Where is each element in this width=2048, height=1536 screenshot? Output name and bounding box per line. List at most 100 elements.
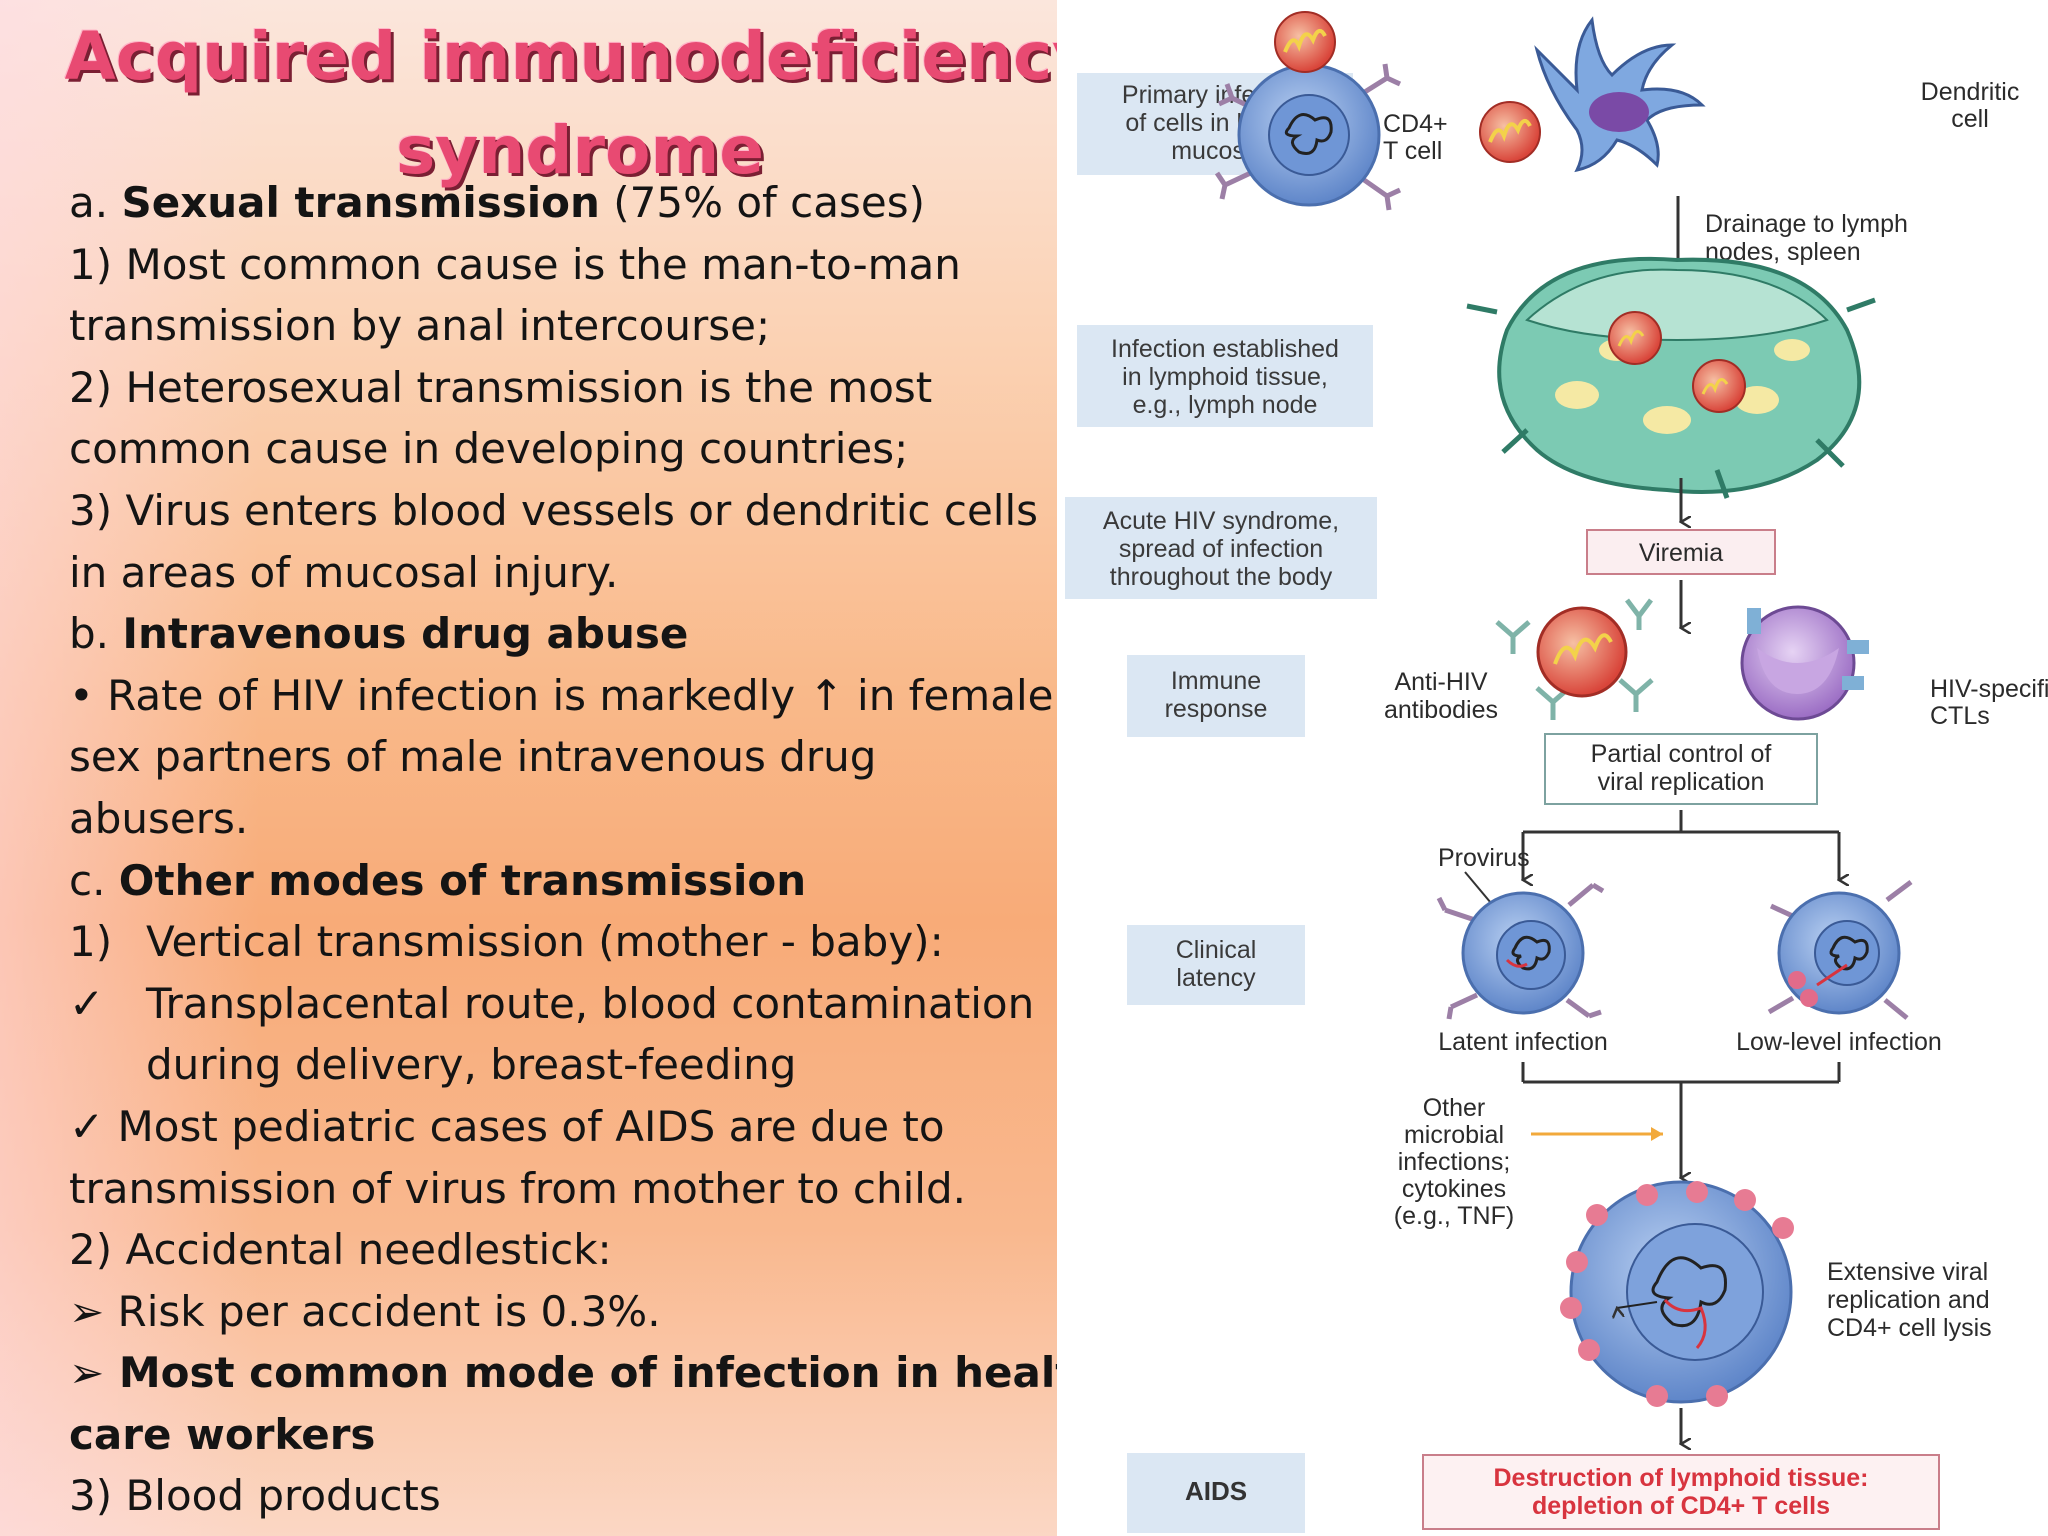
arrow-bullet-icon: ➢ (69, 1286, 105, 1336)
other-infections-text: infections; (1398, 1148, 1511, 1176)
other-infections-text: microbial (1404, 1121, 1504, 1149)
other-infections-text: Other (1423, 1094, 1486, 1122)
bullet-list: a. Sexual transmission (75% of cases) 1)… (69, 172, 1057, 1527)
text-line: transmission of virus from mother to chi… (69, 1163, 966, 1213)
lymph-node (1466, 256, 1876, 499)
diagram-canvas: Primary infection of cells in blood, muc… (1065, 11, 2048, 1533)
list-marker: b. (69, 609, 123, 659)
heading-bold: Intravenous drug abuse (122, 609, 689, 659)
text-line: • Rate of HIV infection is markedly ↑ in… (69, 670, 1054, 720)
virus-particle (1692, 359, 1746, 413)
destruction-text: depletion of CD4+ T cells (1532, 1492, 1830, 1520)
stage-text: throughout the body (1110, 563, 1333, 591)
antibodies-label: Anti-HIV (1394, 668, 1487, 696)
drainage-label: Drainage to lymph (1705, 210, 1908, 238)
heading-rest: (75% of cases) (599, 178, 925, 227)
partial-control-text: viral replication (1598, 768, 1765, 796)
virus-particle (1274, 11, 1336, 73)
stage-box-aids: AIDS (1127, 1453, 1305, 1533)
list-marker: c. (69, 855, 119, 905)
latent-infected-cell (1436, 882, 1605, 1020)
lysing-cd4-cell (1560, 1180, 1794, 1407)
arrow-bullet-icon: ➢ (69, 1348, 105, 1398)
destruction-box: Destruction of lymphoid tissue: depletio… (1422, 1454, 1940, 1530)
text-line: sex partners of male intravenous drug (69, 732, 877, 782)
slide-title-line1: Acquired immunodeficiency (64, 18, 1057, 95)
virus-particle (1608, 311, 1662, 365)
numbered-item: 1) Vertical transmission (mother - baby): (69, 911, 1049, 973)
stage-text: Acute HIV syndrome, (1103, 507, 1339, 535)
antibodies-label: antibodies (1384, 696, 1498, 724)
stage-text: spread of infection (1119, 535, 1323, 563)
heading-bold: Other modes of transmission (118, 855, 807, 905)
stage-text: latency (1176, 964, 1256, 992)
heading-other-modes: c. Other modes of transmission (69, 850, 1049, 912)
check-item: ✓ Most pediatric cases of AIDS are due t… (69, 1096, 1049, 1158)
text-line: 3) Virus enters blood vessels or dendrit… (69, 485, 1039, 535)
item-text: Most common mode of infection in health (104, 1348, 1057, 1398)
item-text: Most pediatric cases of AIDS are due to (104, 1101, 945, 1151)
heading-sexual-transmission: a. Sexual transmission (75% of cases) (69, 172, 1049, 234)
stage-text: e.g., lymph node (1133, 391, 1318, 419)
other-infections-label: Other microbial infections; cytokines (e… (1394, 1094, 1514, 1230)
slide-text-panel: Acquired immunodeficiency syndrome a. Se… (0, 0, 1057, 1536)
dendritic-cell (1534, 16, 1706, 173)
checkmark-icon: ✓ (69, 1101, 105, 1151)
stage-text: Clinical (1176, 936, 1257, 964)
merge-connector (1521, 1062, 1841, 1178)
item-text: Transplacental route, blood contaminatio… (146, 978, 1035, 1028)
destruction-text: Destruction of lymphoid tissue: (1493, 1464, 1868, 1492)
stage-text: Infection established (1111, 335, 1339, 363)
text-line: 2) Heterosexual transmission is the most (69, 362, 933, 412)
extensive-replication-text: CD4+ cell lysis (1827, 1314, 1992, 1342)
dendritic-label: cell (1951, 105, 1989, 133)
text-line: 2) Accidental needlestick: (69, 1225, 612, 1275)
stage-text: in lymphoid tissue, (1122, 363, 1328, 391)
viremia-label: Viremia (1639, 539, 1723, 567)
list-marker: 1) (69, 917, 113, 967)
ctl-label: HIV-specific (1930, 675, 2048, 703)
viremia-box: Viremia (1586, 529, 1776, 575)
stage-box-lymphoid: Infection established in lymphoid tissue… (1077, 325, 1373, 427)
text-line: 1) Most common cause is the man-to-man (69, 239, 961, 289)
text-line: care workers (69, 1409, 376, 1459)
low-level-infected-cell (1767, 880, 1913, 1020)
dendritic-label: Dendritic (1921, 78, 2020, 106)
stage-box-acute: Acute HIV syndrome, spread of infection … (1065, 497, 1377, 599)
cd4-label: T cell (1383, 137, 1442, 165)
ctl-label: CTLs (1930, 702, 1990, 730)
heading-intravenous: b. Intravenous drug abuse (69, 603, 1049, 665)
stage-box-latency: Clinical latency (1127, 925, 1305, 1005)
text-line: in areas of mucosal injury. (69, 547, 619, 597)
other-infections-text: cytokines (1402, 1175, 1506, 1203)
text-line: common cause in developing countries; (69, 424, 909, 474)
stage-text: response (1165, 695, 1268, 723)
text-line: 3) Blood products (69, 1471, 441, 1521)
latent-infection-label: Latent infection (1438, 1028, 1608, 1056)
slide-title: Acquired immunodeficiency syndrome (0, 10, 1057, 198)
other-infections-text: (e.g., TNF) (1394, 1202, 1514, 1230)
cd4-label: CD4+ (1383, 110, 1448, 138)
text-line: abusers. (69, 793, 249, 843)
extensive-replication-text: replication and (1827, 1286, 1990, 1314)
arrow-item: ➢ Most common mode of infection in healt… (69, 1342, 1057, 1404)
partial-control-text: Partial control of (1591, 740, 1772, 768)
virus-particle (1536, 606, 1628, 698)
extensive-replication-text: Extensive viral (1827, 1258, 1988, 1286)
provirus-label: Provirus (1438, 844, 1530, 872)
check-item: ✓ Transplacental route, blood contaminati… (69, 973, 1049, 1035)
hiv-pathogenesis-diagram: Primary infection of cells in blood, muc… (1057, 0, 2048, 1536)
cd4-t-cell (1214, 63, 1402, 211)
stage-box-immune: Immune response (1127, 655, 1305, 737)
virus-particle (1479, 101, 1541, 163)
arrow-item: ➢ Risk per accident is 0.3%. (69, 1281, 1049, 1343)
stage-text: Immune (1171, 667, 1261, 695)
slide-title-line2: syndrome (396, 112, 764, 189)
partial-control-box: Partial control of viral replication (1544, 733, 1818, 805)
text-line: during delivery, breast-feeding (146, 1040, 797, 1090)
item-text: Vertical transmission (mother - baby): (146, 917, 944, 967)
checkmark-icon: ✓ (69, 978, 105, 1028)
low-level-infection-label: Low-level infection (1736, 1028, 1942, 1056)
item-text: Risk per accident is 0.3%. (104, 1286, 661, 1336)
list-marker: a. (69, 178, 122, 227)
